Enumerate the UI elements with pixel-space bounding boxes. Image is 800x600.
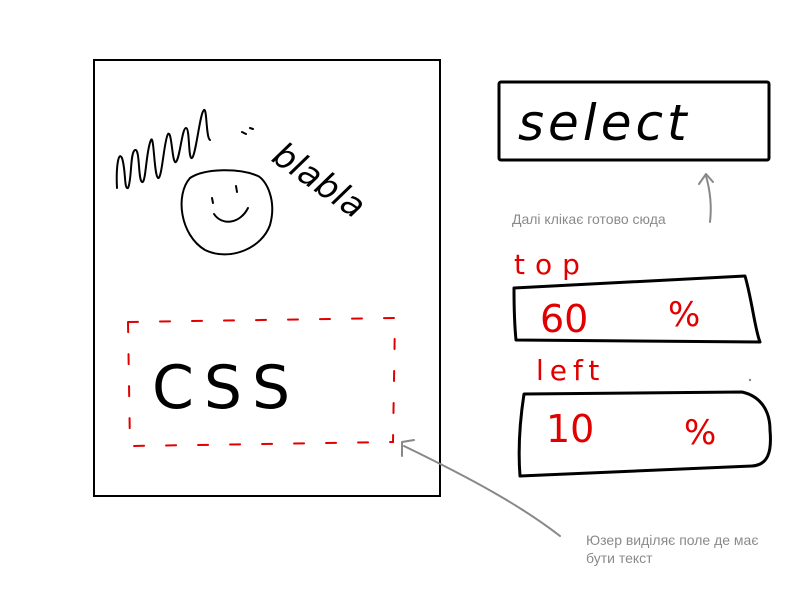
region-annotation: Юзер виділяє поле де має бути текст: [586, 532, 759, 566]
blabla-text: blabla: [265, 135, 373, 227]
top-input-field[interactable]: 60 %: [512, 274, 762, 344]
blabla-handwriting: blabla: [265, 135, 373, 227]
up-arrow-icon: [698, 173, 714, 223]
select-annotation: Далі клікає готово сюда: [512, 211, 666, 227]
left-field-value: 10: [546, 407, 594, 451]
select-button-label: select: [518, 94, 691, 152]
top-field-value: 60: [540, 297, 588, 341]
left-input-field[interactable]: 10 %: [517, 390, 772, 478]
css-region-label: CSS: [152, 353, 300, 423]
text-selection-region[interactable]: [126, 316, 397, 448]
left-field-unit: %: [684, 413, 716, 453]
left-field-label: left: [536, 354, 605, 387]
select-button[interactable]: select: [497, 80, 771, 162]
top-field-unit: %: [668, 295, 700, 335]
editor-canvas[interactable]: [93, 59, 441, 497]
top-field-label: top: [514, 248, 590, 281]
scribble-decoration: [115, 108, 211, 190]
diagonal-arrow-icon: [401, 439, 561, 537]
smiley-face-icon: [180, 169, 274, 256]
